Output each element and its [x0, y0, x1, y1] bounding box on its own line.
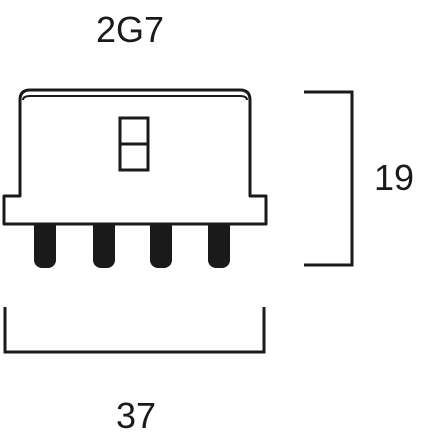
- width-dimension-label: 37: [116, 395, 156, 436]
- socket-top-inner-line: [22, 95, 248, 101]
- pin-1: [34, 218, 56, 268]
- pin-2: [93, 218, 115, 268]
- base-type-title: 2G7: [96, 9, 164, 50]
- pin-3: [150, 218, 172, 268]
- pin-4: [208, 218, 230, 268]
- pins: [34, 218, 230, 268]
- height-dimension-label: 19: [374, 157, 414, 198]
- width-dimension-bracket: [3, 307, 266, 354]
- height-dimension-bracket: [304, 90, 354, 267]
